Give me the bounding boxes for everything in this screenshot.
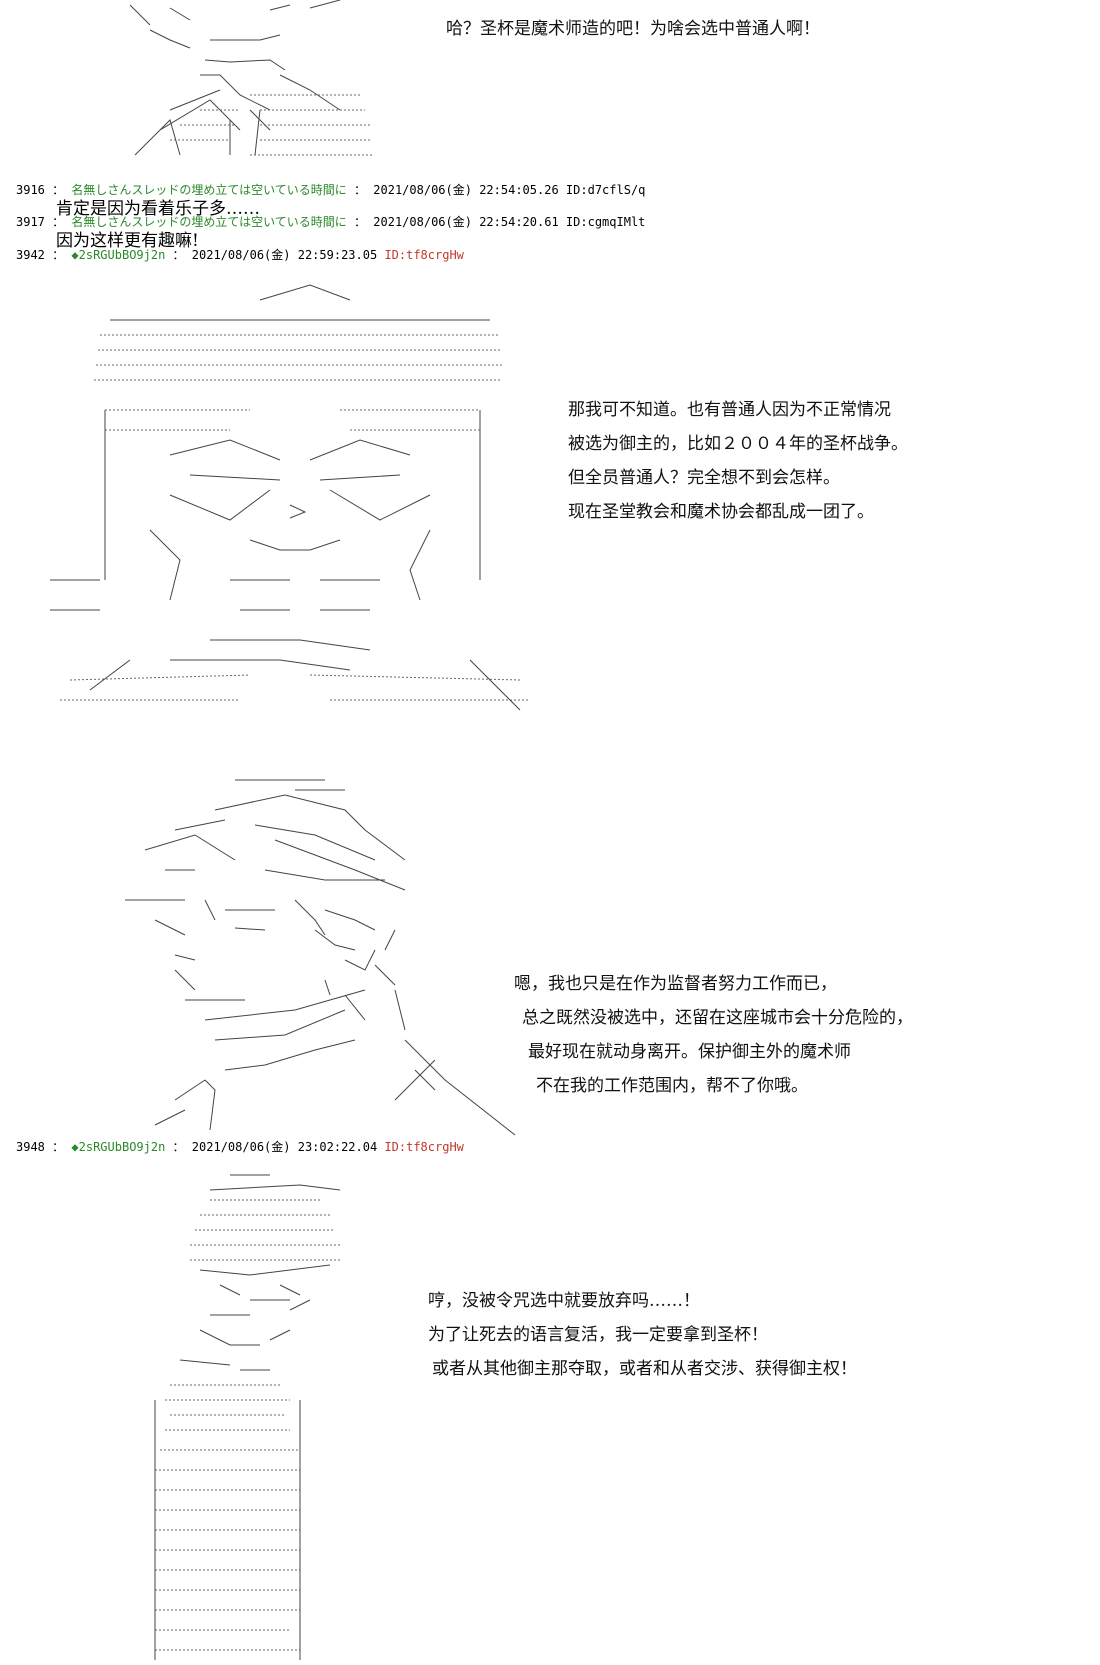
post-date: 2021/08/06(金) 22:59:23.05: [191, 248, 378, 262]
poster-name: 名無しさんスレッドの埋め立ては空いている時間に: [71, 215, 347, 229]
post-number[interactable]: 3916: [16, 183, 45, 197]
post-date: 2021/08/06(金) 22:54:20.61: [373, 215, 559, 229]
dialog-line: 现在圣堂教会和魔术协会都乱成一团了。: [568, 502, 874, 522]
dialog-block-2: 嗯，我也只是在作为监督者努力工作而已， 总之既然没被选中，还留在这座城市会十分危…: [514, 967, 913, 1103]
dialog-line: 被选为御主的，比如２００４年的圣杯战争。: [568, 434, 908, 454]
post-header-3916: 3916 ： 名無しさんスレッドの埋め立ては空いている時間に ： 2021/08…: [16, 183, 646, 197]
dialog-line: 但全员普通人？完全想不到会怎样。: [568, 468, 840, 488]
poster-trip: ◆2sRGUbBO9j2n: [71, 248, 166, 262]
dialog-line: 那我可不知道。也有普通人因为不正常情况: [568, 400, 891, 420]
poster-trip: ◆2sRGUbBO9j2n: [71, 1140, 166, 1154]
dialog-line: 嗯，我也只是在作为监督者努力工作而已，: [514, 974, 837, 994]
dialog-line: 总之既然没被选中，还留在这座城市会十分危险的，: [522, 1008, 913, 1028]
post-body-3917: 因为这样更有趣嘛!: [56, 231, 199, 251]
post-header-3917: 3917 ： 名無しさんスレッドの埋め立ては空いている時間に ： 2021/08…: [16, 215, 646, 229]
dialog-line: 为了让死去的语言复活，我一定要拿到圣杯！: [428, 1325, 768, 1345]
ascii-art-young-man-figure: [154, 1174, 341, 1660]
post-date: 2021/08/06(金) 23:02:22.04: [191, 1140, 378, 1154]
poster-name: 名無しさんスレッドの埋め立ては空いている時間に: [71, 183, 347, 197]
dialog-block-3: 哼，没被令咒选中就要放弃吗……！ 为了让死去的语言复活，我一定要拿到圣杯！ 或者…: [428, 1284, 857, 1386]
top-caption: 哈？圣杯是魔术师造的吧！为啥会选中普通人啊！: [446, 12, 820, 46]
ascii-art-priest-figure: [125, 779, 516, 1136]
dialog-block-1: 那我可不知道。也有普通人因为不正常情况 被选为御主的，比如２００４年的圣杯战争。…: [568, 393, 908, 529]
dialog-line: 最好现在就动身离开。保护御主外的魔术师: [528, 1042, 851, 1062]
post-header-3942: 3942 ： ◆2sRGUbBO9j2n ： 2021/08/06(金) 22:…: [16, 248, 464, 262]
post-number[interactable]: 3917: [16, 215, 45, 229]
post-number[interactable]: 3948: [16, 1140, 45, 1154]
poster-id[interactable]: ID:d7cflS/q: [565, 183, 646, 197]
post-body-3916: 肯定是因为看着乐子多……: [56, 199, 260, 219]
dialog-line: 不在我的工作范围内，帮不了你哦。: [536, 1076, 808, 1096]
dialog-line: 哼，没被令咒选中就要放弃吗……！: [428, 1291, 700, 1311]
ascii-art-figure-top: [129, 0, 372, 156]
post-number[interactable]: 3942: [16, 248, 45, 262]
top-caption-line: 哈？圣杯是魔术师造的吧！为啥会选中普通人啊！: [446, 19, 820, 39]
poster-id[interactable]: ID:tf8crgHw: [384, 248, 464, 262]
ascii-art-masked-figure: [50, 284, 530, 711]
post-date: 2021/08/06(金) 22:54:05.26: [373, 183, 559, 197]
dialog-line: 或者从其他御主那夺取，或者和从者交涉、获得御主权！: [432, 1359, 857, 1379]
post-header-3948: 3948 ： ◆2sRGUbBO9j2n ： 2021/08/06(金) 23:…: [16, 1140, 464, 1154]
poster-id[interactable]: ID:cgmqIMlt: [565, 215, 646, 229]
poster-id[interactable]: ID:tf8crgHw: [384, 1140, 464, 1154]
